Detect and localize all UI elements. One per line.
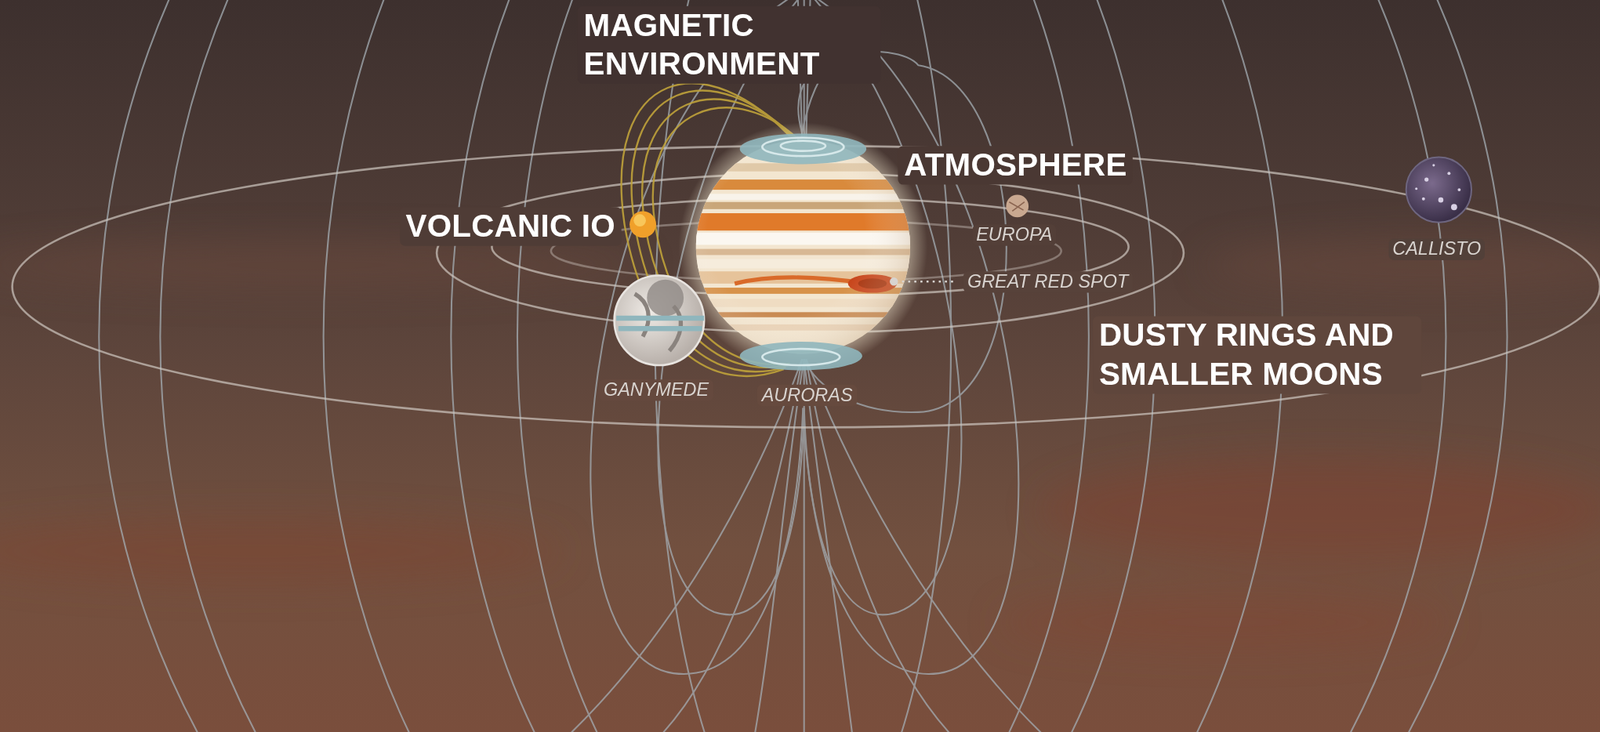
science-theme: VOLCANIC IO	[399, 206, 622, 246]
science-theme: DUSTY RINGS AND SMALLER MOONS	[1092, 316, 1422, 395]
science-theme: MAGNETIC ENVIRONMENT	[577, 6, 882, 84]
feature-name: AURORAS	[757, 384, 857, 407]
moon-name: EUROPA	[972, 224, 1057, 246]
science-theme: ATMOSPHERE	[897, 145, 1133, 185]
moon-name: GANYMEDE	[599, 379, 714, 401]
feature-name: GREAT RED SPOT	[963, 271, 1133, 293]
moon-name: CALLISTO	[1388, 239, 1485, 261]
